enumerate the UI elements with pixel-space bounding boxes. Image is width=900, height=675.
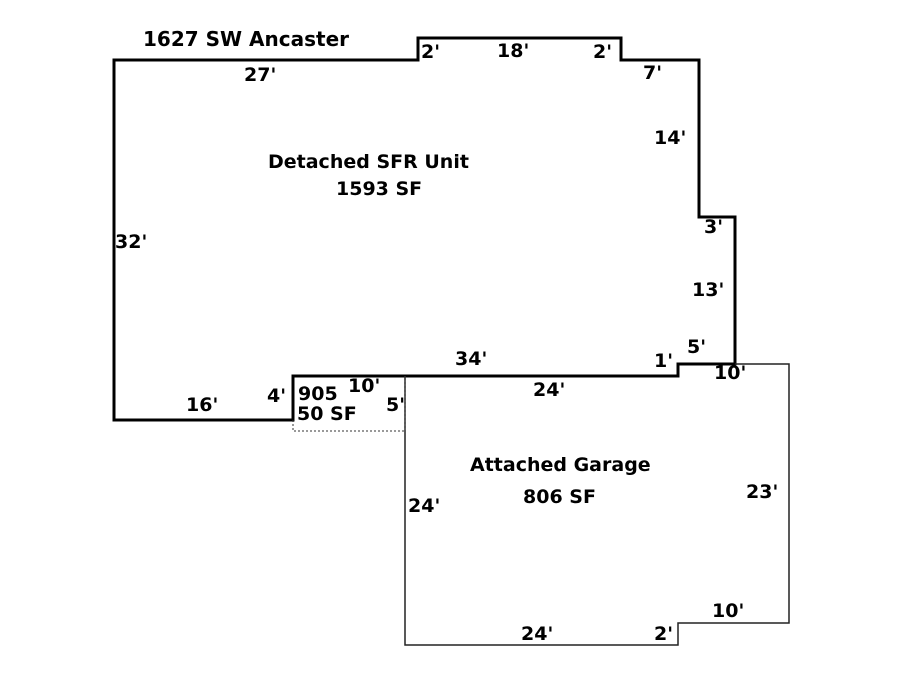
dim-bottom-main: 34' xyxy=(455,348,488,370)
dim-right-step: 3' xyxy=(704,216,724,238)
dim-right-short: 5' xyxy=(687,336,707,358)
main-area-name: Detached SFR Unit xyxy=(268,151,469,173)
dim-bump-left: 2' xyxy=(421,41,441,63)
main-unit-outline xyxy=(112,36,737,422)
dim-left: 32' xyxy=(115,231,148,253)
small-area-dashed-outline xyxy=(292,376,406,432)
dim-garage-left: 24' xyxy=(408,495,441,517)
main-area-size: 1593 SF xyxy=(336,178,423,200)
small-area-code: 905 xyxy=(298,383,338,405)
dim-top-right: 7' xyxy=(643,62,663,84)
dim-garage-top-right: 10' xyxy=(714,362,747,384)
dim-right-lower: 13' xyxy=(692,279,725,301)
garage-outline xyxy=(404,363,790,646)
dim-garage-bottom: 24' xyxy=(521,623,554,645)
dim-right-upper: 14' xyxy=(654,127,687,149)
dim-small-top: 10' xyxy=(348,375,381,397)
dim-bump-top: 18' xyxy=(497,40,530,62)
dim-small-right: 5' xyxy=(386,394,406,416)
address-label: 1627 SW Ancaster xyxy=(143,27,350,51)
garage-area-name: Attached Garage xyxy=(470,454,651,476)
dim-top-left: 27' xyxy=(244,64,277,86)
garage-area-size: 806 SF xyxy=(523,486,596,508)
dim-notch: 1' xyxy=(654,350,674,372)
small-area-size: 50 SF xyxy=(297,403,357,425)
dim-small-left: 4' xyxy=(267,385,287,407)
dim-bump-right: 2' xyxy=(593,41,613,63)
dim-bottom-left: 16' xyxy=(186,394,219,416)
dim-garage-right: 23' xyxy=(746,481,779,503)
dim-garage-top: 24' xyxy=(533,379,566,401)
dim-garage-step: 2' xyxy=(654,623,674,645)
dim-garage-bottom-right: 10' xyxy=(712,600,745,622)
